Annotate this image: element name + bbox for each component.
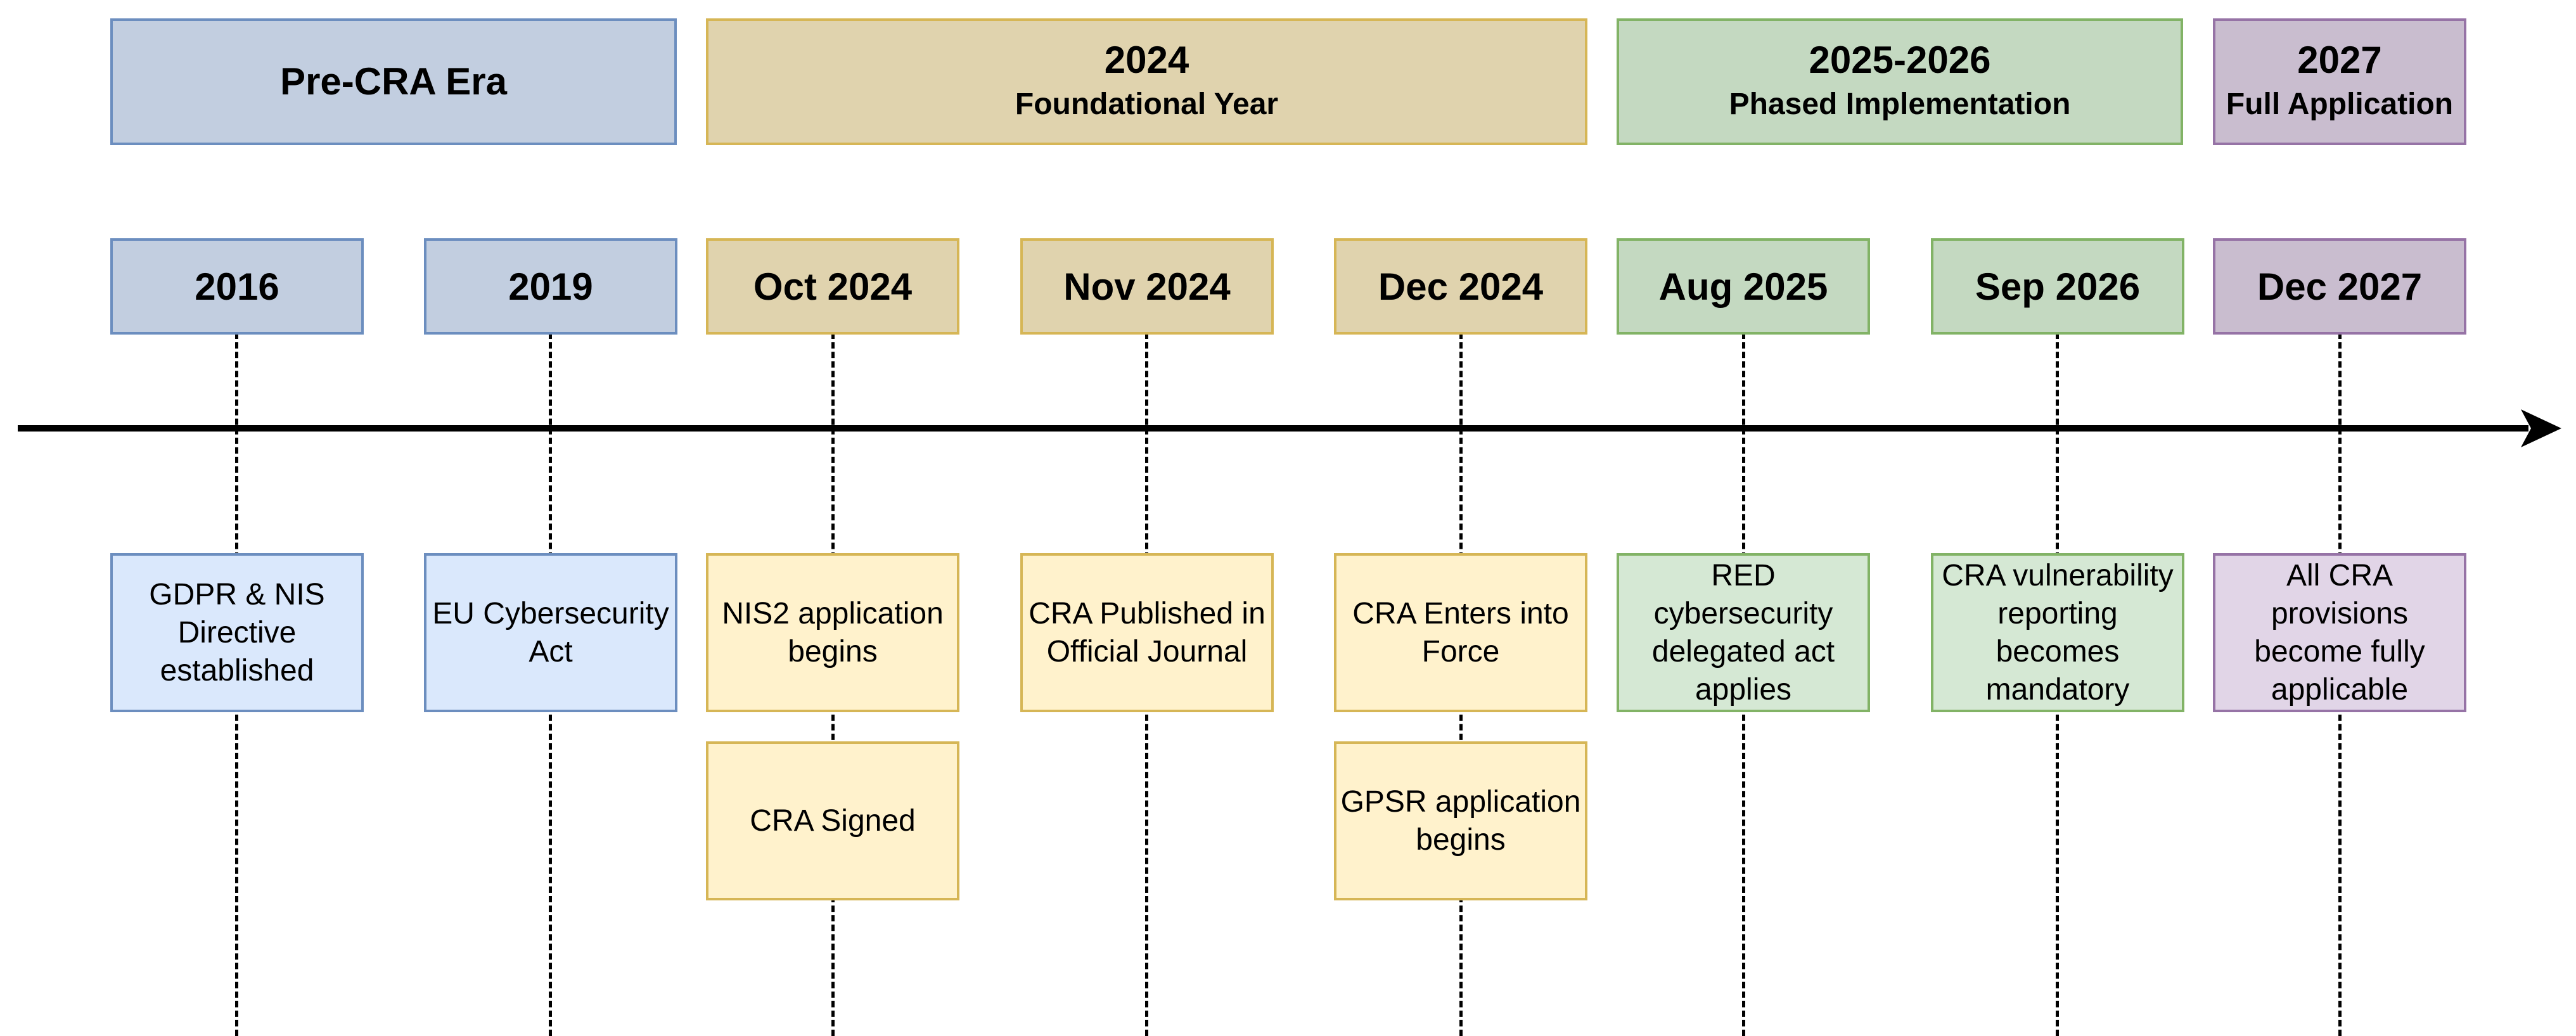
date-box-nov-2024: Nov 2024	[1020, 238, 1274, 335]
event-box-gpsr: GPSR application begins	[1334, 741, 1587, 900]
date-box-sep-2026: Sep 2026	[1931, 238, 2184, 335]
era-subtitle: Phased Implementation	[1729, 87, 2071, 122]
era-title: 2027	[2297, 39, 2382, 82]
date-box-aug-2025: Aug 2025	[1617, 238, 1870, 335]
event-box-cra-published: CRA Published in Official Journal	[1020, 553, 1274, 712]
event-text: EU Cybersecurity Act	[432, 596, 669, 668]
event-box-gdpr-nis: GDPR & NIS Directive established	[110, 553, 364, 712]
event-box-cra-enters-force: CRA Enters into Force	[1334, 553, 1587, 712]
event-text: NIS2 application begins	[722, 596, 944, 668]
era-subtitle: Full Application	[2226, 87, 2454, 122]
event-text: GDPR & NIS Directive established	[149, 577, 325, 687]
era-header-2027: 2027 Full Application	[2213, 18, 2466, 145]
era-title: Pre-CRA Era	[280, 60, 507, 103]
date-box-dec-2027: Dec 2027	[2213, 238, 2466, 335]
date-box-oct-2024: Oct 2024	[706, 238, 959, 335]
event-text: All CRA provisions become fully applicab…	[2254, 558, 2425, 707]
event-box-cra-signed: CRA Signed	[706, 741, 959, 900]
event-box-cra-fully-applicable: All CRA provisions become fully applicab…	[2213, 553, 2466, 712]
era-subtitle: Foundational Year	[1015, 87, 1279, 122]
date-box-2016: 2016	[110, 238, 364, 335]
event-box-eu-cybersecurity-act: EU Cybersecurity Act	[424, 553, 677, 712]
event-text: CRA vulnerability reporting becomes mand…	[1942, 558, 2174, 707]
event-text: CRA Enters into Force	[1352, 596, 1569, 668]
era-header-2024: 2024 Foundational Year	[706, 18, 1587, 145]
era-title: 2024	[1104, 39, 1189, 82]
event-text: GPSR application begins	[1340, 784, 1581, 857]
era-title: 2025-2026	[1809, 39, 1991, 82]
event-box-red-delegated-act: RED cybersecurity delegated act applies	[1617, 553, 1870, 712]
event-text: CRA Published in Official Journal	[1028, 596, 1266, 668]
era-header-2025-2026: 2025-2026 Phased Implementation	[1617, 18, 2183, 145]
date-box-2019: 2019	[424, 238, 677, 335]
date-box-dec-2024: Dec 2024	[1334, 238, 1587, 335]
event-box-nis2: NIS2 application begins	[706, 553, 959, 712]
era-header-pre-cra: Pre-CRA Era	[110, 18, 677, 145]
arrow-head-icon	[2521, 409, 2561, 447]
event-text: CRA Signed	[750, 803, 916, 838]
event-text: RED cybersecurity delegated act applies	[1651, 558, 1835, 707]
event-box-cra-vuln-reporting: CRA vulnerability reporting becomes mand…	[1931, 553, 2184, 712]
